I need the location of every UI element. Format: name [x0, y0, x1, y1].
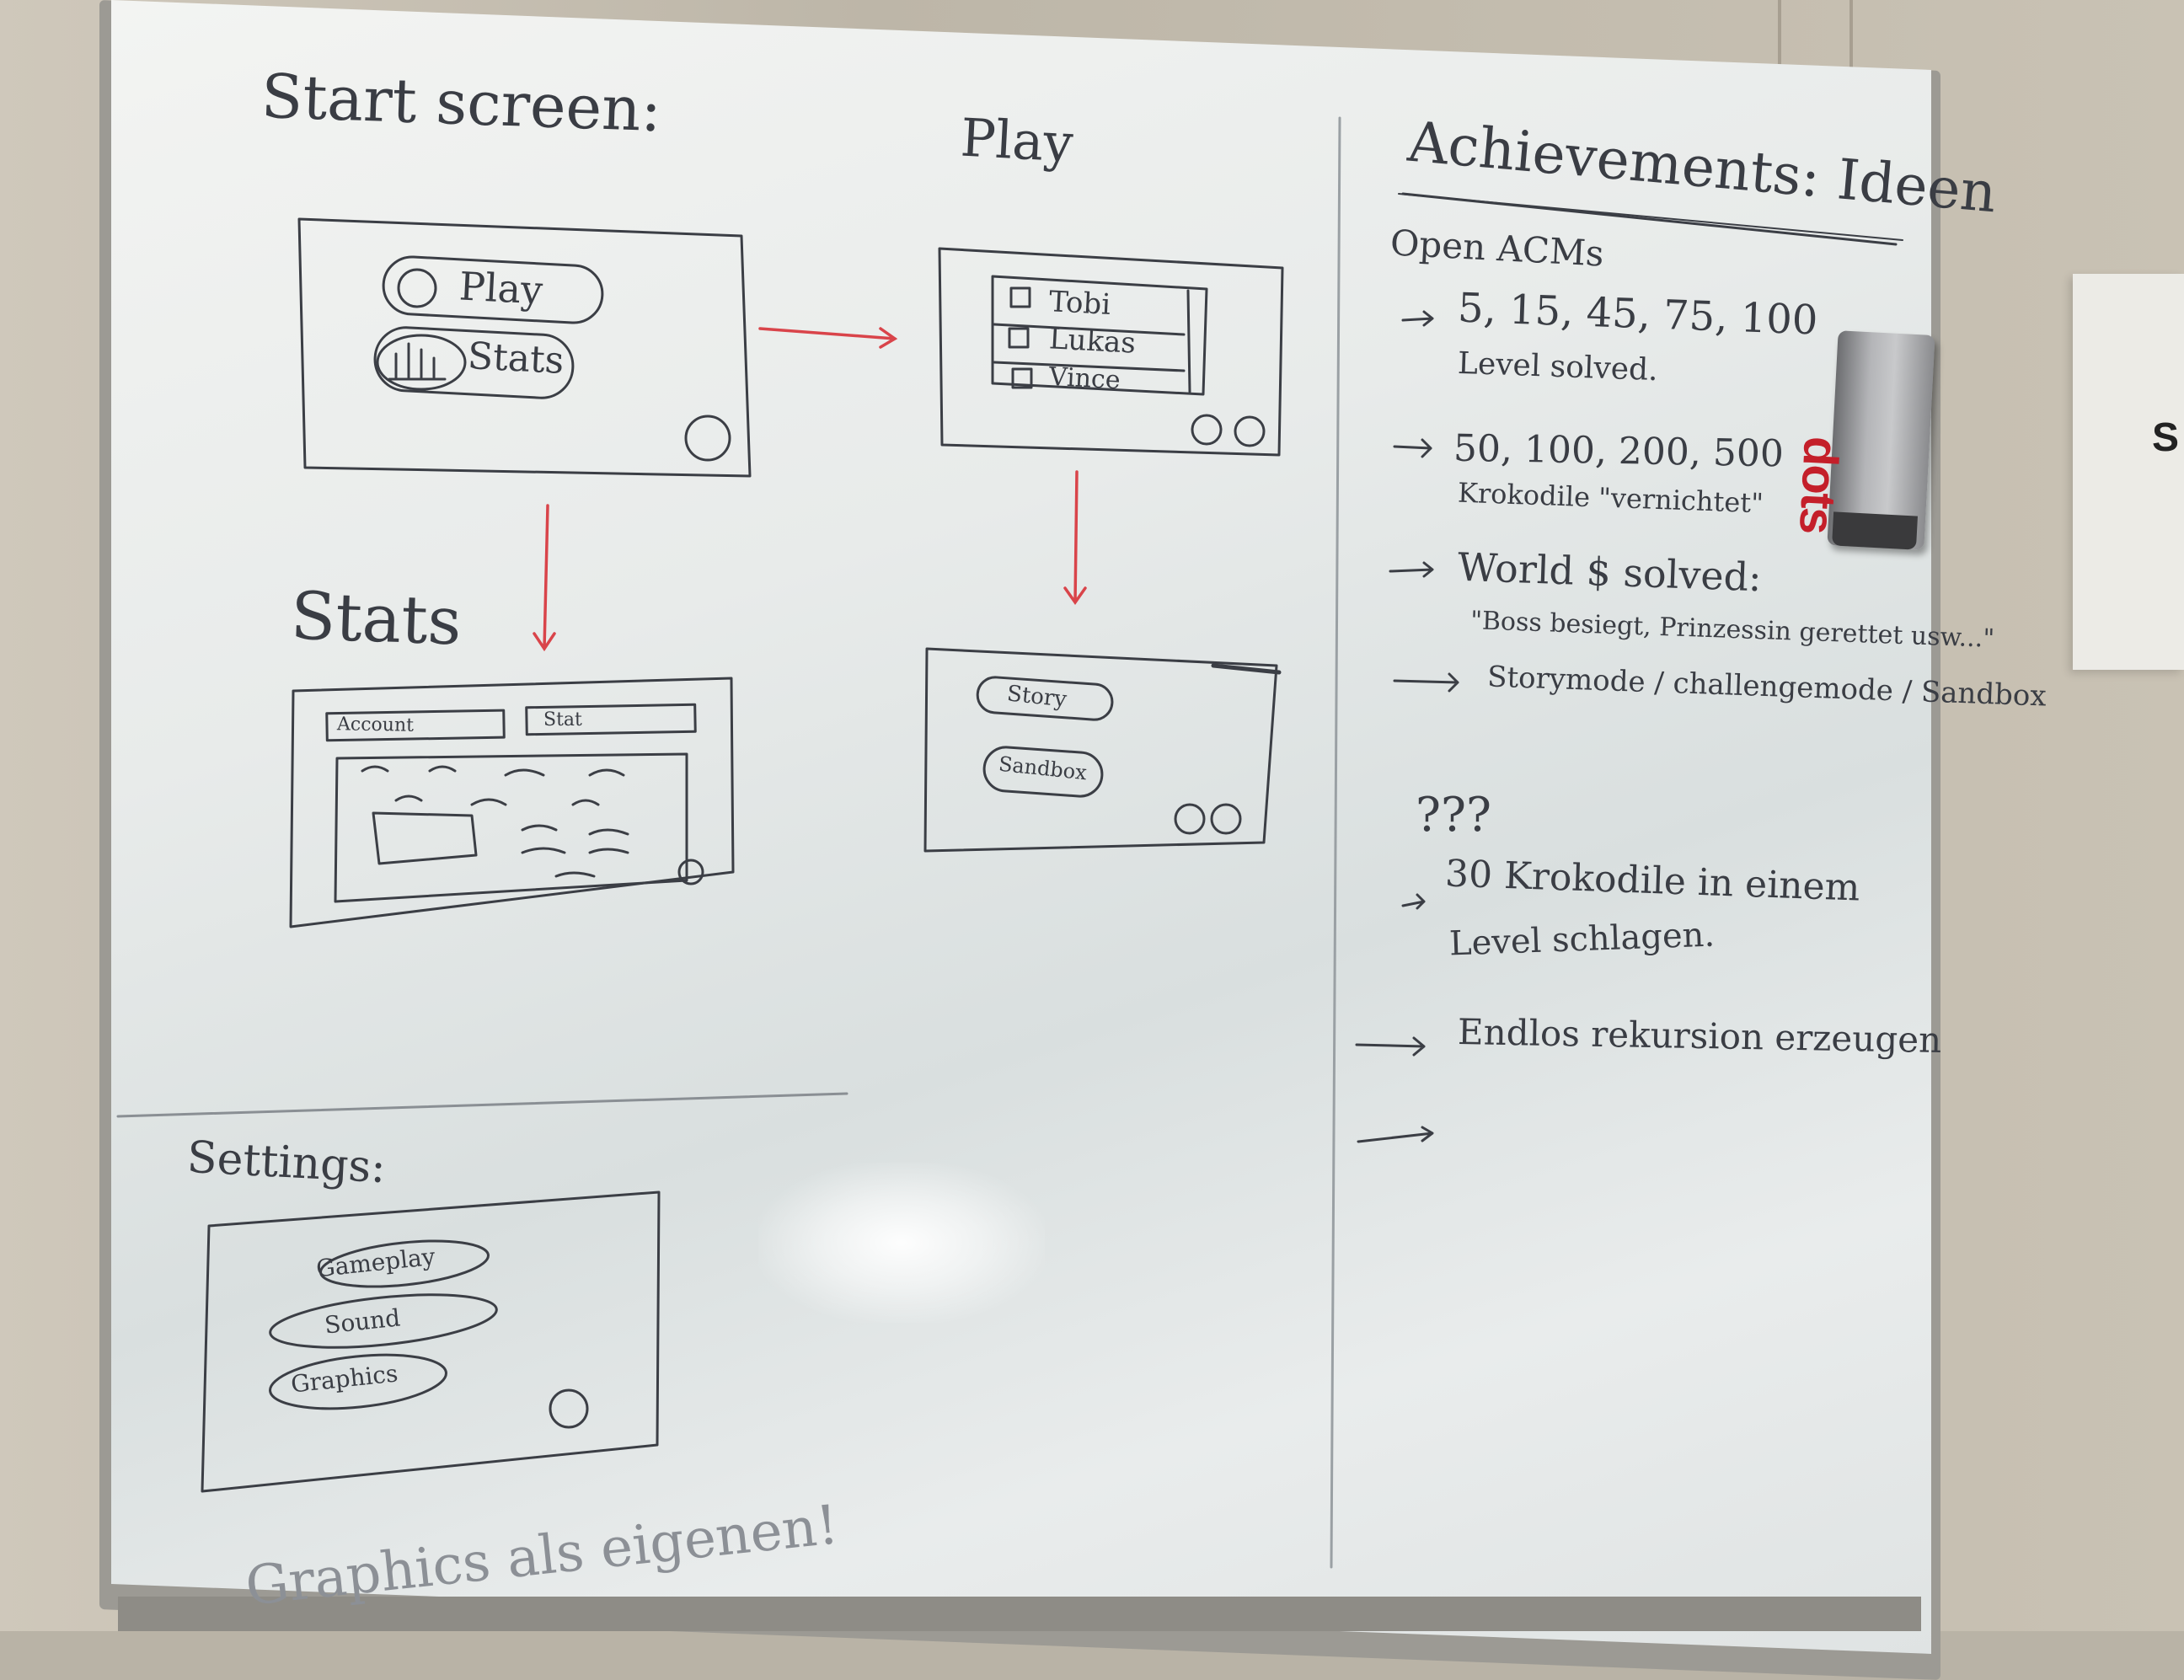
unknown-marker: ??? [1416, 788, 1492, 843]
player-icon [1008, 327, 1030, 349]
settings-icon [1234, 415, 1266, 447]
wall-seam [1849, 0, 1853, 126]
achievement-description: Level solved. [1457, 345, 1659, 388]
achievement-values: 50, 100, 200, 500 [1453, 426, 1785, 476]
arrow-icon [1393, 672, 1459, 693]
play-button-label: Play [458, 263, 544, 313]
stats-button-label: Stats [466, 334, 565, 383]
stats-content-area [334, 752, 688, 903]
player-list [991, 275, 1208, 396]
arrow-icon [1401, 310, 1434, 327]
settings-heading: Settings: [185, 1132, 388, 1194]
back-icon [549, 1388, 589, 1429]
arrow-icon [1355, 1036, 1426, 1057]
account-dropdown-sketch [325, 709, 506, 742]
flow-arrow-play-to-mode [1063, 470, 1087, 606]
play-heading: Play [959, 106, 1075, 174]
sound-button-sketch [269, 1293, 498, 1349]
back-icon [1191, 414, 1223, 446]
flow-arrow-start-to-play [758, 327, 898, 349]
start-screen-heading: Start screen: [260, 60, 663, 146]
gameplay-button-sketch [319, 1239, 490, 1288]
story-button-sketch [976, 676, 1114, 721]
stats-heading: Stats [289, 578, 463, 661]
flow-arrow-start-to-stats [533, 504, 556, 652]
wall-seam [1778, 0, 1781, 126]
arrow-icon [1357, 1126, 1434, 1143]
settings-gear-icon [684, 415, 731, 462]
poster-letter: S [2152, 415, 2180, 460]
graphics-button-sketch [269, 1353, 447, 1410]
wall-poster [2073, 274, 2184, 670]
player-entry: Tobi [1048, 285, 1112, 322]
play-screen-mockup [938, 247, 1284, 457]
mode-select-mockup [923, 647, 1278, 853]
vertical-divider [1330, 116, 1341, 1569]
marker-tray [118, 1597, 1921, 1631]
arrow-icon [1401, 893, 1426, 910]
stats-icon-sketch [376, 334, 467, 391]
player-entry: Vince [1048, 361, 1121, 396]
settings-icon [1210, 803, 1242, 835]
stat-dropdown-label: Stat [543, 709, 582, 730]
play-icon-sketch [397, 268, 437, 308]
arrow-icon [1393, 438, 1432, 458]
back-icon [1174, 803, 1206, 835]
settings-gear-icon [677, 859, 704, 885]
light-reflection [758, 1163, 1045, 1323]
whiteboard-drawings [116, 116, 1903, 1569]
stats-button-sketch [373, 326, 575, 399]
settings-screen-mockup [201, 1190, 661, 1493]
player-entry: Lukas [1048, 322, 1137, 361]
stat-dropdown-sketch [525, 703, 697, 736]
arrow-icon [1389, 561, 1434, 578]
horizontal-divider [116, 1092, 848, 1118]
eraser-brand-logo: dots [1789, 435, 1849, 535]
start-screen-mockup [297, 217, 752, 478]
account-dropdown-label: Account [336, 714, 415, 736]
play-button-sketch [382, 255, 604, 324]
player-icon [1011, 367, 1033, 389]
stats-chart-sketch [372, 811, 478, 865]
sandbox-button-sketch [982, 746, 1104, 798]
stats-screen-mockup [289, 677, 735, 928]
achievement-values: Endlos rekursion erzeugen [1457, 1010, 1942, 1062]
player-icon [1009, 286, 1031, 308]
